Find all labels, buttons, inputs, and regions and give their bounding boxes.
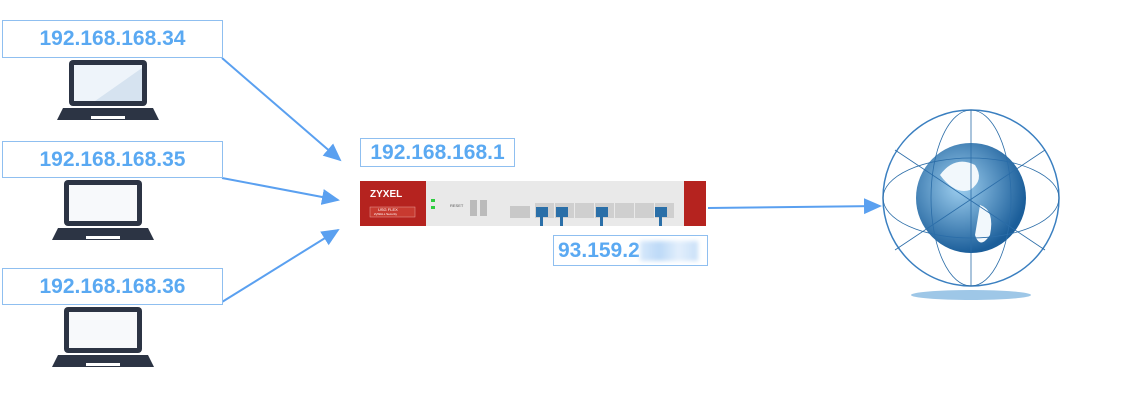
wan-ip-text: 93.159.2 <box>558 238 640 262</box>
arrow-router-internet <box>707 198 882 215</box>
arrow-client1-router <box>221 57 342 162</box>
client-ip-label: 192.168.168.36 <box>2 268 223 305</box>
reset-button: RESET <box>450 203 464 208</box>
laptop-icon <box>52 180 154 240</box>
laptop-icon <box>52 307 154 367</box>
globe-icon <box>882 109 1060 300</box>
router-device: ZYXEL USG FLEX ZyWALL Security RESET <box>360 181 706 226</box>
router-wan-ip-label: 93.159.2 <box>553 235 708 266</box>
router-lan-ip-label: 192.168.168.1 <box>360 138 515 167</box>
client-ip-label: 192.168.168.34 <box>2 20 223 58</box>
router-model: USG FLEX <box>378 207 398 212</box>
arrow-client3-router <box>221 228 340 303</box>
redacted-ip-part <box>639 240 698 261</box>
router-subtitle: ZyWALL Security <box>374 212 397 216</box>
router-brand: ZYXEL <box>370 189 403 200</box>
arrow-client2-router <box>221 177 340 205</box>
client-ip-label: 192.168.168.35 <box>2 141 223 178</box>
laptop-icon <box>57 60 159 120</box>
